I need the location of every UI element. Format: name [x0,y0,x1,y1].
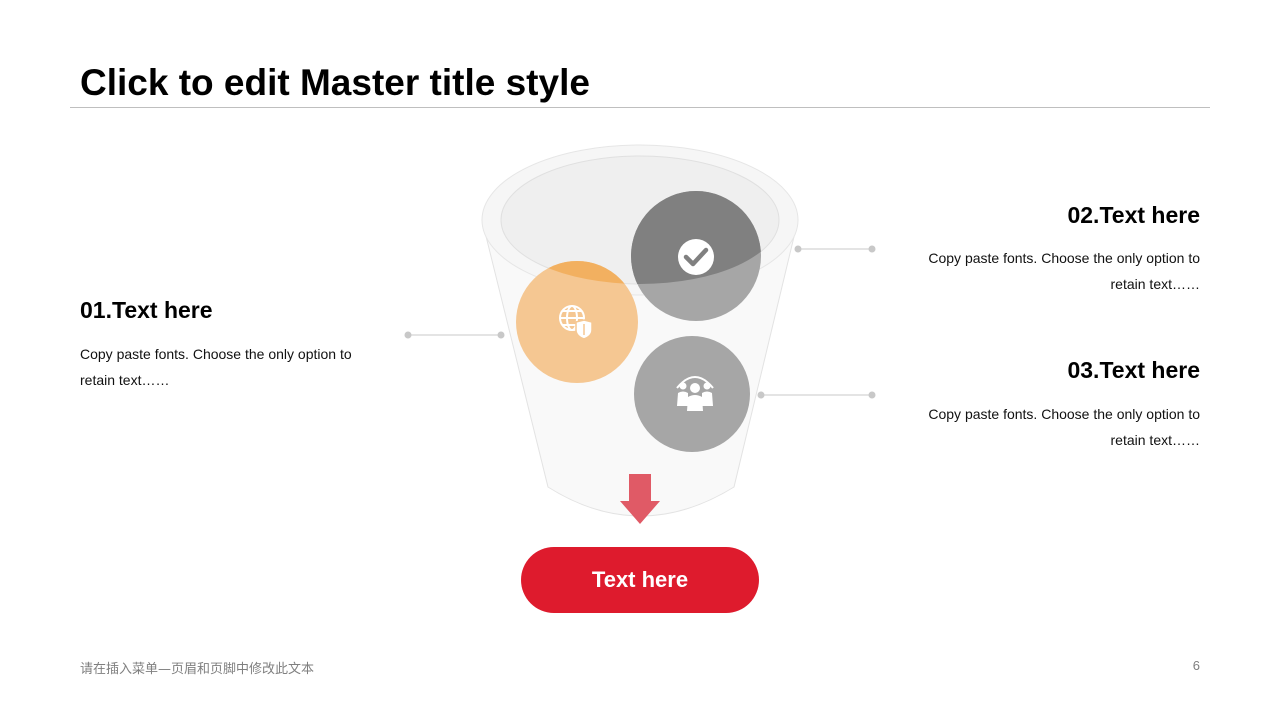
item-01-heading: 01.Text here [80,297,213,323]
globe-shield-icon [559,305,593,340]
team-icon [676,376,714,411]
item-01-body: Copy paste fonts. Choose the only option… [80,346,352,388]
item-02-heading: 02.Text here [1067,202,1200,228]
item-03-body: Copy paste fonts. Choose the only option… [928,406,1200,448]
page-number: 6 [1192,658,1200,673]
checkmark-icon [678,239,714,275]
item-03-heading: 03.Text here [1067,357,1200,383]
footer-text: 请在插入菜单—页眉和页脚中修改此文本 [80,662,315,677]
item-02-body: Copy paste fonts. Choose the only option… [928,250,1200,292]
slide-title: Click to edit Master title style [80,62,590,103]
circle-03 [634,336,750,452]
connector-02 [794,245,876,253]
down-arrow-icon [620,474,660,524]
text-here-button[interactable]: Text here [521,547,759,613]
connector-01 [404,331,505,339]
connector-03 [757,391,876,399]
title-divider [70,107,1210,108]
